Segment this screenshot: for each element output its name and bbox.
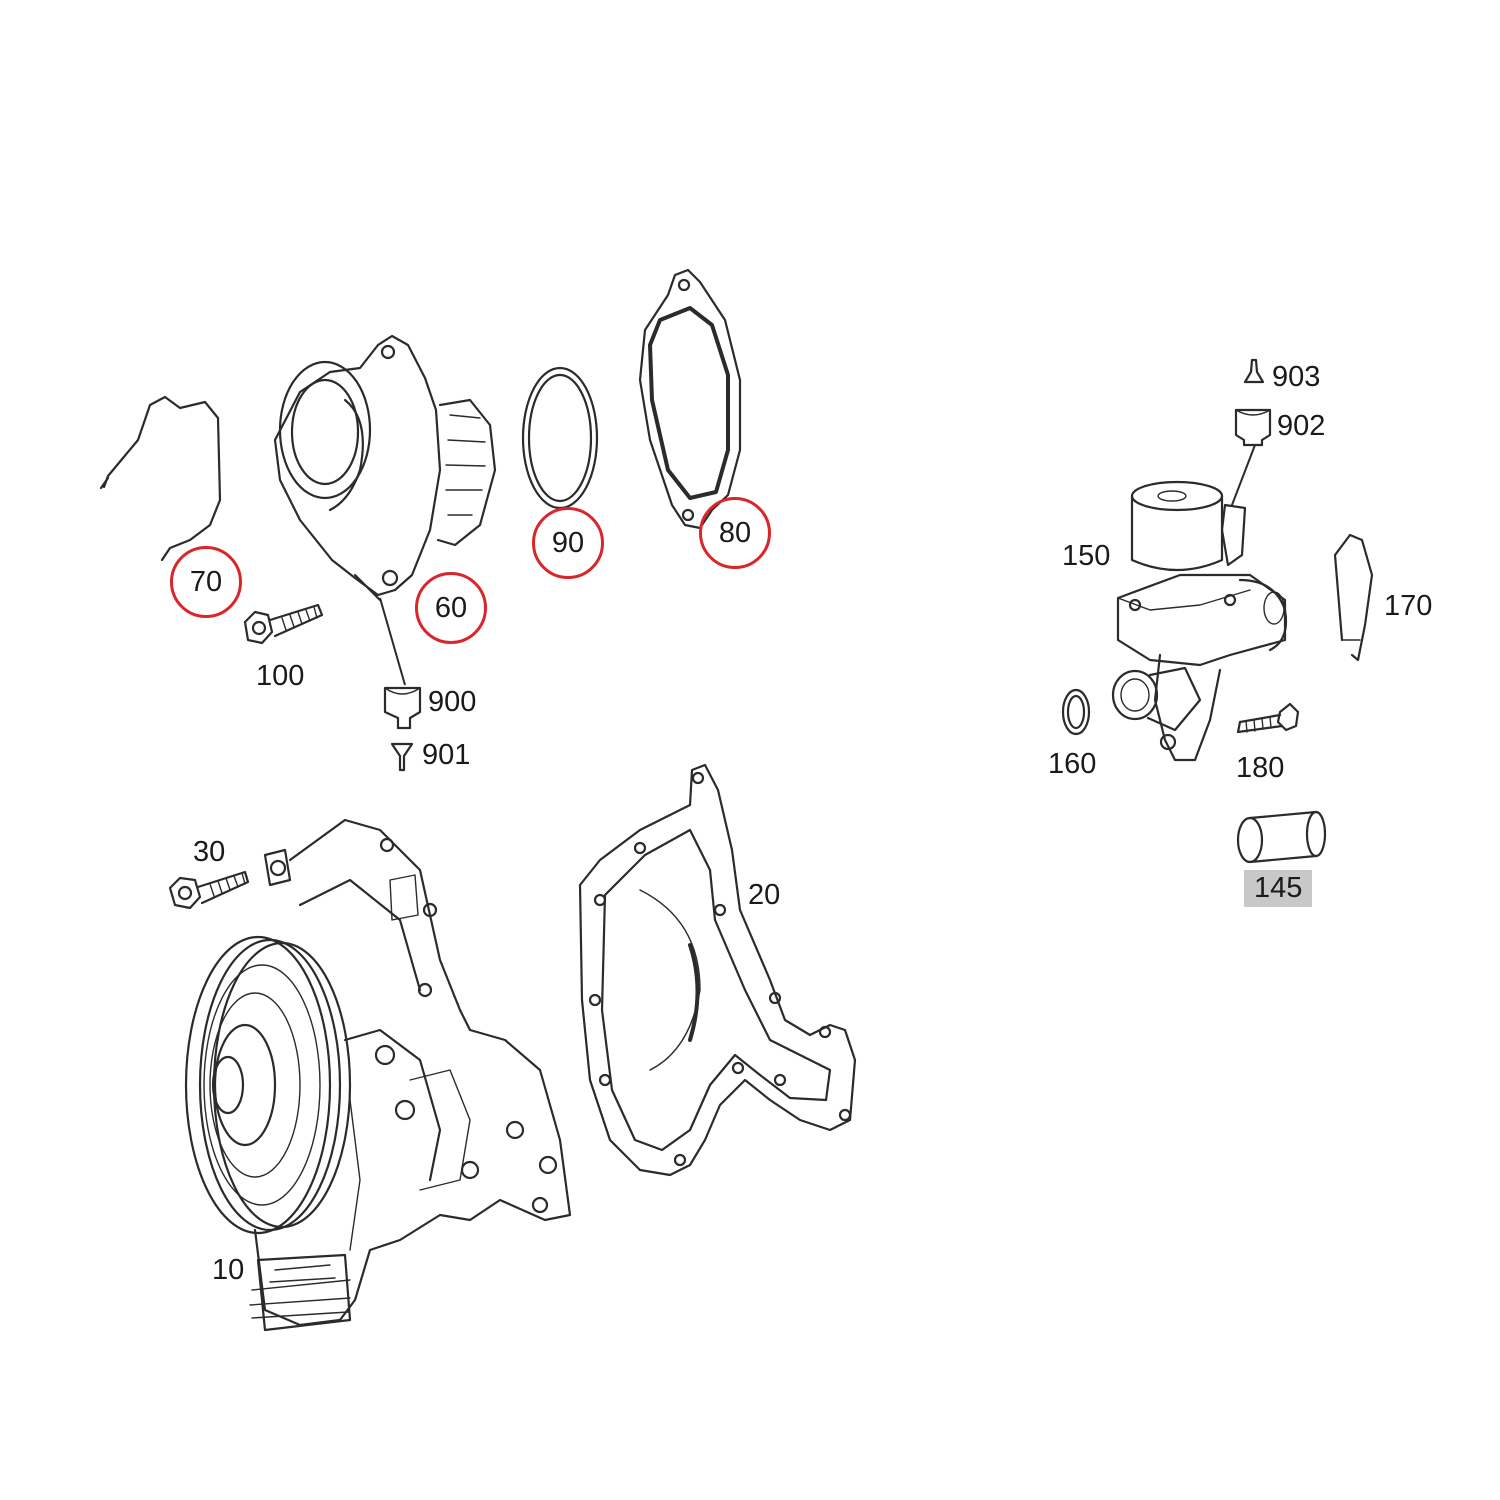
part-number-902[interactable]: 902 <box>1277 410 1326 442</box>
leader-line-900 <box>379 597 406 686</box>
part-902-sensor[interactable] <box>1231 408 1272 506</box>
part-903-pin[interactable] <box>1243 358 1265 384</box>
part-80-gasket[interactable] <box>638 268 742 530</box>
part-60-thermostat-housing[interactable] <box>273 334 497 602</box>
callout-70[interactable]: 70 <box>170 546 242 618</box>
part-160-o-ring[interactable] <box>1061 688 1091 736</box>
part-30-bolt[interactable] <box>168 870 250 910</box>
part-100-bolt[interactable] <box>243 603 324 645</box>
part-number-100[interactable]: 100 <box>256 660 305 692</box>
part-number-30[interactable]: 30 <box>193 836 226 868</box>
part-number-903[interactable]: 903 <box>1272 361 1321 393</box>
part-number-20[interactable]: 20 <box>748 879 781 911</box>
part-10-water-pump[interactable] <box>184 818 572 1332</box>
part-number-900[interactable]: 900 <box>428 686 477 718</box>
part-90-o-ring[interactable] <box>521 366 599 510</box>
part-145-sleeve[interactable] <box>1236 810 1327 864</box>
part-180-bolt[interactable] <box>1236 702 1300 734</box>
part-900-sensor[interactable] <box>383 686 422 730</box>
part-number-901[interactable]: 901 <box>422 739 471 771</box>
callout-60[interactable]: 60 <box>415 572 487 644</box>
part-number-145[interactable]: 145 <box>1244 870 1313 907</box>
part-number-180[interactable]: 180 <box>1236 752 1285 784</box>
part-number-160[interactable]: 160 <box>1048 748 1097 780</box>
callout-80[interactable]: 80 <box>699 497 771 569</box>
part-number-80: 80 <box>718 516 752 549</box>
part-number-170[interactable]: 170 <box>1384 590 1433 622</box>
part-number-90: 90 <box>551 526 585 559</box>
part-150-valve-assembly[interactable] <box>1111 480 1288 762</box>
part-70-wire-clip[interactable] <box>99 395 222 562</box>
part-901-pin[interactable] <box>390 742 414 772</box>
part-number-60: 60 <box>434 591 468 624</box>
callout-90[interactable]: 90 <box>532 507 604 579</box>
part-20-pump-gasket[interactable] <box>578 763 857 1177</box>
part-170-clip[interactable] <box>1333 533 1374 662</box>
part-number-10[interactable]: 10 <box>212 1254 245 1286</box>
part-number-150[interactable]: 150 <box>1062 540 1111 572</box>
part-number-70: 70 <box>189 565 223 598</box>
